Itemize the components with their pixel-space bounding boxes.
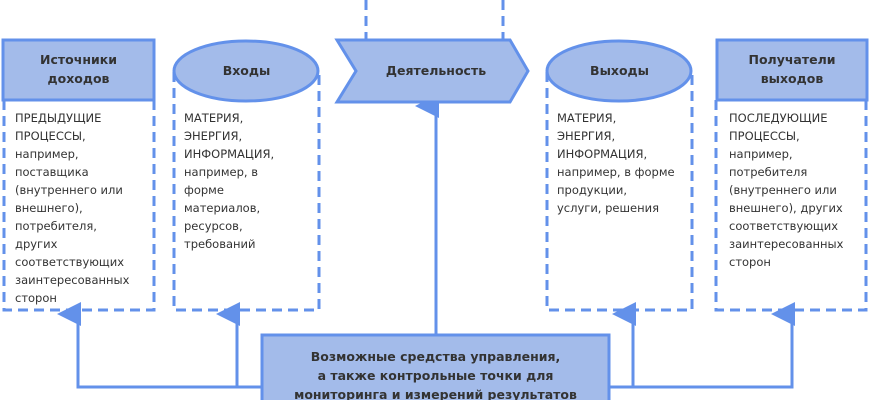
text-line: ПРОЦЕССЫ, [15,129,86,143]
text-line: например, [729,147,793,161]
inputs-title: Входы [222,63,271,78]
text-line: внешнего), [15,201,83,215]
text-line: требований [184,237,256,251]
text-line: например, в форме [557,165,675,179]
text-line: (внутреннего или [729,183,837,197]
text-line: заинтересованных [729,237,844,251]
text-line: ПРЕДЫДУЩИЕ [15,111,102,125]
text-line: например, [15,147,79,161]
text-line: потребителя, [15,219,97,233]
text-line: продукции, [557,183,627,197]
text-line: потребителя [729,165,808,179]
text-line: мониторинга и измерений результатов [294,387,577,400]
title-line: Получатели [748,52,836,67]
text-line: ИНФОРМАЦИЯ, [557,147,648,161]
text-line: например, в [184,165,258,179]
text-line: соответствующих [15,255,125,269]
text-line: соответствующих [729,219,839,233]
inputs-text: МАТЕРИЯ, ЭНЕРГИЯ, ИНФОРМАЦИЯ, например, … [184,109,274,253]
inputs-body [172,72,321,312]
text-line: Возможные средства управления, [310,349,561,364]
text-line: ИНФОРМАЦИЯ, [184,147,275,161]
text-line: форме [184,183,224,197]
title-line: доходов [47,71,110,86]
sources-header [1,38,156,102]
outputs-title: Выходы [590,63,649,78]
title-line: Источники [40,52,117,67]
text-line: сторон [15,291,57,305]
text-line: поставщика [15,165,89,179]
text-line: ЭНЕРГИЯ, [557,129,616,143]
sources-text: ПРЕДЫДУЩИЕ ПРОЦЕССЫ, например, поставщик… [15,109,129,307]
text-line: сторон [729,255,771,269]
control-line-right [609,302,795,389]
text-line: ПРОЦЕССЫ, [729,129,800,143]
text-line: услуги, решения [557,201,659,215]
activity-chevron [334,38,530,104]
control-line-left [57,302,261,389]
text-line: МАТЕРИЯ, [557,111,617,125]
text-line: ЭНЕРГИЯ, [184,129,243,143]
top-dashed-connector [364,0,505,40]
control-box [260,333,611,400]
outputs-ellipse [545,39,693,103]
text-line: а также контрольные точки для [317,368,554,383]
sources-title: Источники доходов [3,50,154,88]
activity-title: Деятельность [385,63,487,78]
text-line: внешнего), других [729,201,843,215]
text-line: ПОСЛЕДУЮЩИЕ [729,111,828,125]
text-line: материалов, [184,201,261,215]
receivers-text: ПОСЛЕДУЮЩИЕ ПРОЦЕССЫ, например, потребит… [729,109,843,271]
receivers-body [714,100,868,312]
sources-body [2,100,156,312]
text-line: МАТЕРИЯ, [184,111,244,125]
text-line: заинтересованных [15,273,130,287]
inputs-ellipse [172,39,320,103]
text-line: ресурсов, [184,219,243,233]
receivers-title: Получатели выходов [717,50,867,88]
outputs-text: МАТЕРИЯ, ЭНЕРГИЯ, ИНФОРМАЦИЯ, например, … [557,109,675,217]
text-line: других [15,237,58,251]
control-text: Возможные средства управления, а также к… [262,347,609,400]
receivers-header [715,38,869,102]
title-line: выходов [760,71,824,86]
text-line: (внутреннего или [15,183,123,197]
